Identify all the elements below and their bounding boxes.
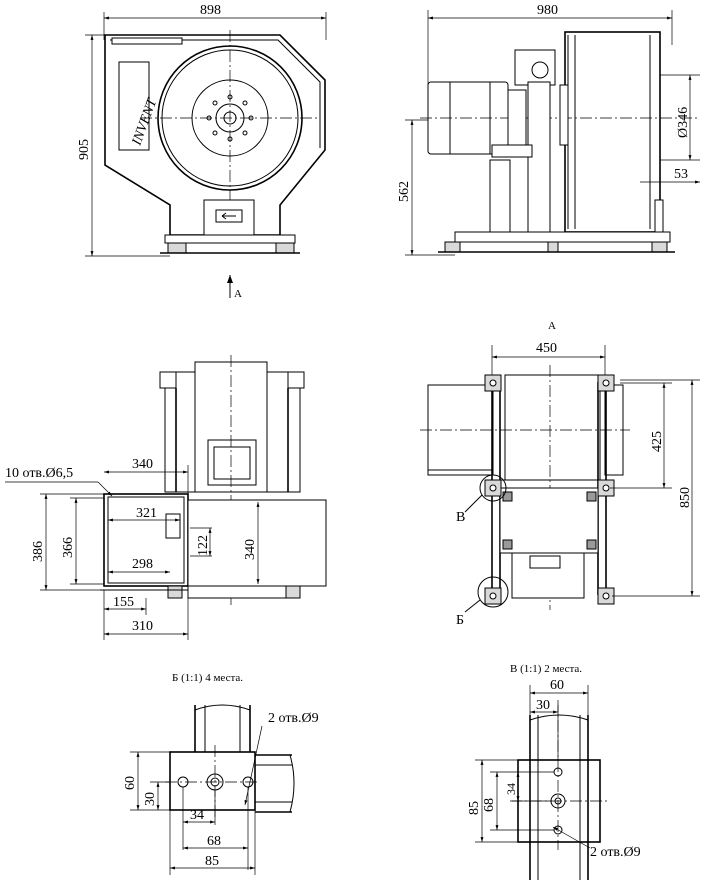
detail-v-68: 68: [482, 798, 497, 812]
callout-v: В: [456, 510, 465, 525]
detail-b: Б (1:1) 4 места. 2 отв.Ø9 60 30: [123, 672, 319, 875]
brand-plate: [118, 61, 150, 151]
dim-310: 310: [132, 619, 153, 634]
dim-340-top: 340: [132, 457, 153, 472]
front-width-label: 898: [200, 3, 221, 18]
axis-height-label: 562: [397, 181, 412, 202]
bottom-left-view: 10 отв.Ø6,5 340 321 298 386 366 122 340 …: [5, 355, 327, 640]
detail-v-34: 34: [504, 783, 518, 795]
outlet-diameter-label: Ø346: [676, 107, 691, 138]
dim-425: 425: [650, 431, 665, 452]
detail-b-68: 68: [207, 834, 221, 849]
view-a-title: A: [548, 320, 556, 332]
offset-label: 53: [674, 167, 688, 182]
bottom-right-view: A 450: [420, 320, 700, 628]
dim-450: 450: [536, 341, 557, 356]
detail-b-holes: 2 отв.Ø9: [268, 711, 319, 726]
detail-v-30: 30: [536, 698, 550, 713]
detail-v-holes: 2 отв.Ø9: [590, 845, 641, 860]
callout-b: Б: [456, 613, 464, 628]
detail-v-85: 85: [467, 801, 482, 815]
detail-b-85: 85: [205, 854, 219, 869]
dim-298: 298: [132, 557, 153, 572]
side-view: 980 562 Ø346: [397, 3, 700, 256]
detail-b-title: Б (1:1) 4 места.: [172, 672, 243, 684]
holes-note: 10 отв.Ø6,5: [5, 466, 73, 481]
dim-386: 386: [31, 541, 46, 562]
detail-b-30: 30: [143, 792, 158, 806]
detail-v-title: В (1:1) 2 места.: [510, 663, 582, 675]
dim-340-right: 340: [243, 539, 258, 560]
side-width-label: 980: [537, 3, 558, 18]
detail-v: В (1:1) 2 места. 60 30 85 68: [467, 663, 641, 880]
dim-850: 850: [678, 487, 693, 508]
dim-366: 366: [61, 537, 76, 558]
front-height-label: 905: [77, 139, 92, 160]
front-view: 898 905 INVENT A: [77, 3, 327, 300]
terminal-box: [203, 199, 255, 241]
dim-122: 122: [196, 535, 211, 556]
detail-b-60: 60: [123, 776, 138, 790]
dim-155: 155: [113, 595, 134, 610]
view-marker-a: A: [234, 288, 242, 300]
detail-v-60: 60: [550, 678, 564, 693]
detail-b-34: 34: [190, 808, 204, 823]
dim-321: 321: [136, 506, 157, 521]
